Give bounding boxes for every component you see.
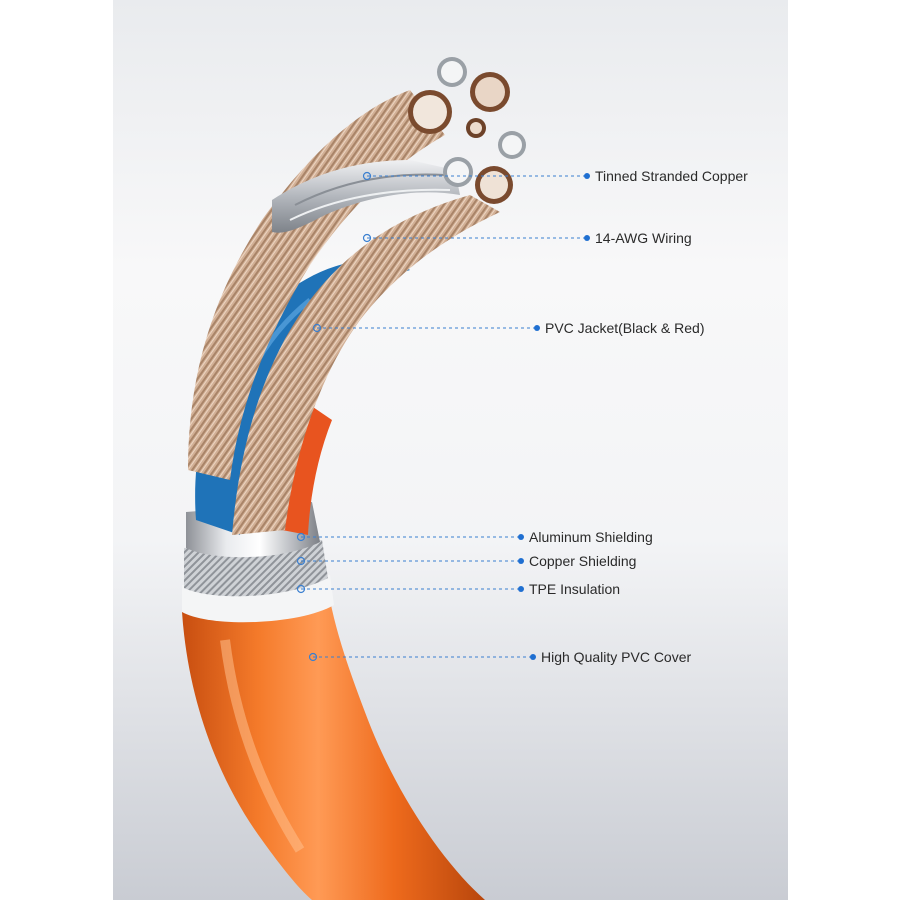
cable-illustration [182,57,590,900]
outer-pvc-cover [182,600,485,900]
label-tinned-stranded-copper: Tinned Stranded Copper [595,168,748,184]
copper-strand-bundle-2 [232,195,500,535]
label-tpe-insulation: TPE Insulation [529,581,621,597]
callout-lines [301,175,586,658]
copper-strand-bundle-1 [188,90,445,480]
label-aluminum-shielding: Aluminum Shielding [529,529,653,545]
label-14-awg-wiring: 14-AWG Wiring [595,230,692,246]
label-copper-shielding: Copper Shielding [529,553,637,569]
background-panel [113,0,788,900]
red-jacket [282,405,332,535]
wire-ends [408,57,526,204]
label-high-quality-pvc-cover: High Quality PVC Cover [541,649,692,665]
label-pvc-jacket: PVC Jacket(Black & Red) [545,320,705,336]
callout-anchor-rings [296,171,372,662]
callout-end-dots [518,173,590,660]
